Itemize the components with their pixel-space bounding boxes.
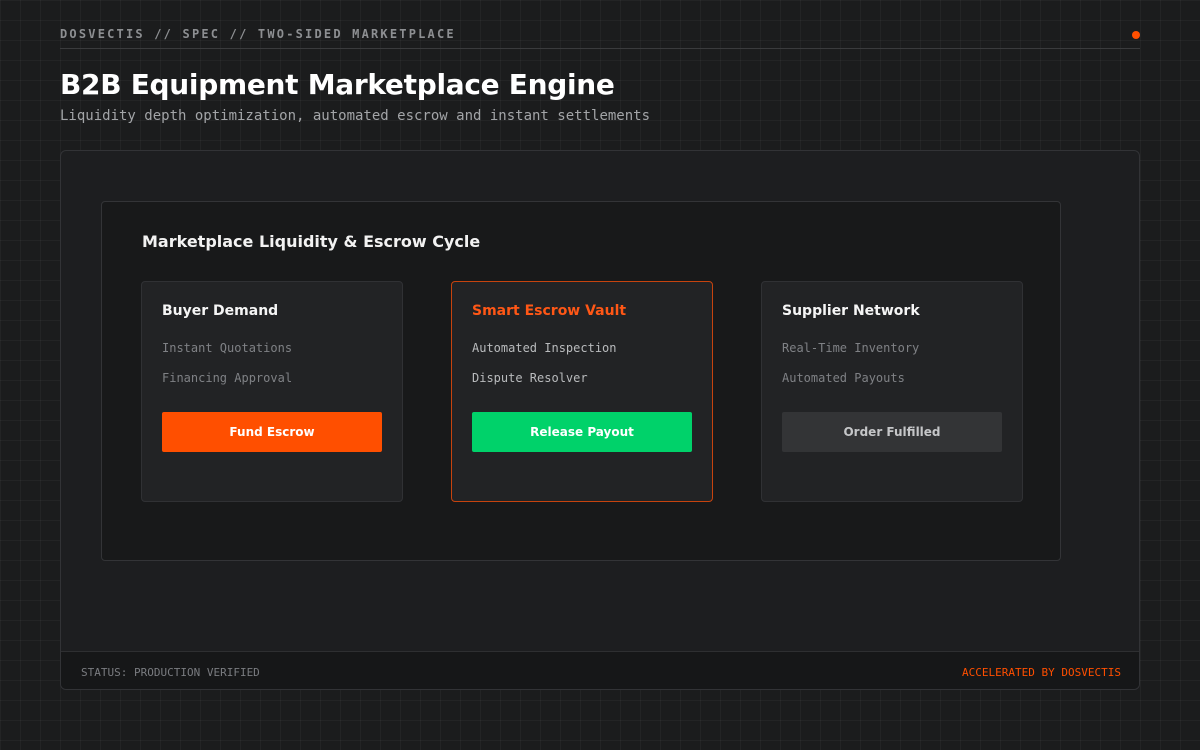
status-dot-icon — [1132, 31, 1140, 39]
top-bar: DOSVECTIS // SPEC // TWO-SIDED MARKETPLA… — [60, 27, 1140, 49]
supplier-network-card: Supplier Network Real-Time Inventory Aut… — [761, 281, 1023, 502]
card-item: Financing Approval — [162, 371, 293, 385]
release-payout-button[interactable]: Release Payout — [472, 412, 692, 452]
card-item: Dispute Resolver — [472, 371, 588, 385]
buyer-demand-card: Buyer Demand Instant Quotations Financin… — [141, 281, 403, 502]
card-item: Automated Inspection — [472, 341, 617, 355]
order-fulfilled-button[interactable]: Order Fulfilled — [782, 412, 1002, 452]
card-title: Buyer Demand — [162, 303, 279, 319]
breadcrumb: DOSVECTIS // SPEC // TWO-SIDED MARKETPLA… — [60, 27, 456, 41]
card-item: Automated Payouts — [782, 371, 905, 385]
page-title: B2B Equipment Marketplace Engine — [60, 68, 615, 101]
fund-escrow-button[interactable]: Fund Escrow — [162, 412, 382, 452]
card-item: Real-Time Inventory — [782, 341, 920, 355]
smart-escrow-vault-card: Smart Escrow Vault Automated Inspection … — [451, 281, 713, 502]
card-title: Supplier Network — [782, 303, 920, 319]
credit-text: ACCELERATED BY DOSVECTIS — [962, 666, 1121, 679]
card-title: Smart Escrow Vault — [472, 303, 627, 319]
status-text: STATUS: PRODUCTION VERIFIED — [81, 666, 260, 679]
status-footer: STATUS: PRODUCTION VERIFIED ACCELERATED … — [61, 651, 1139, 689]
card-item: Instant Quotations — [162, 341, 293, 355]
escrow-cycle-panel: Marketplace Liquidity & Escrow Cycle Buy… — [101, 201, 1061, 561]
page-subtitle: Liquidity depth optimization, automated … — [60, 108, 651, 124]
section-title: Marketplace Liquidity & Escrow Cycle — [142, 232, 481, 251]
main-panel: Marketplace Liquidity & Escrow Cycle Buy… — [60, 150, 1140, 690]
